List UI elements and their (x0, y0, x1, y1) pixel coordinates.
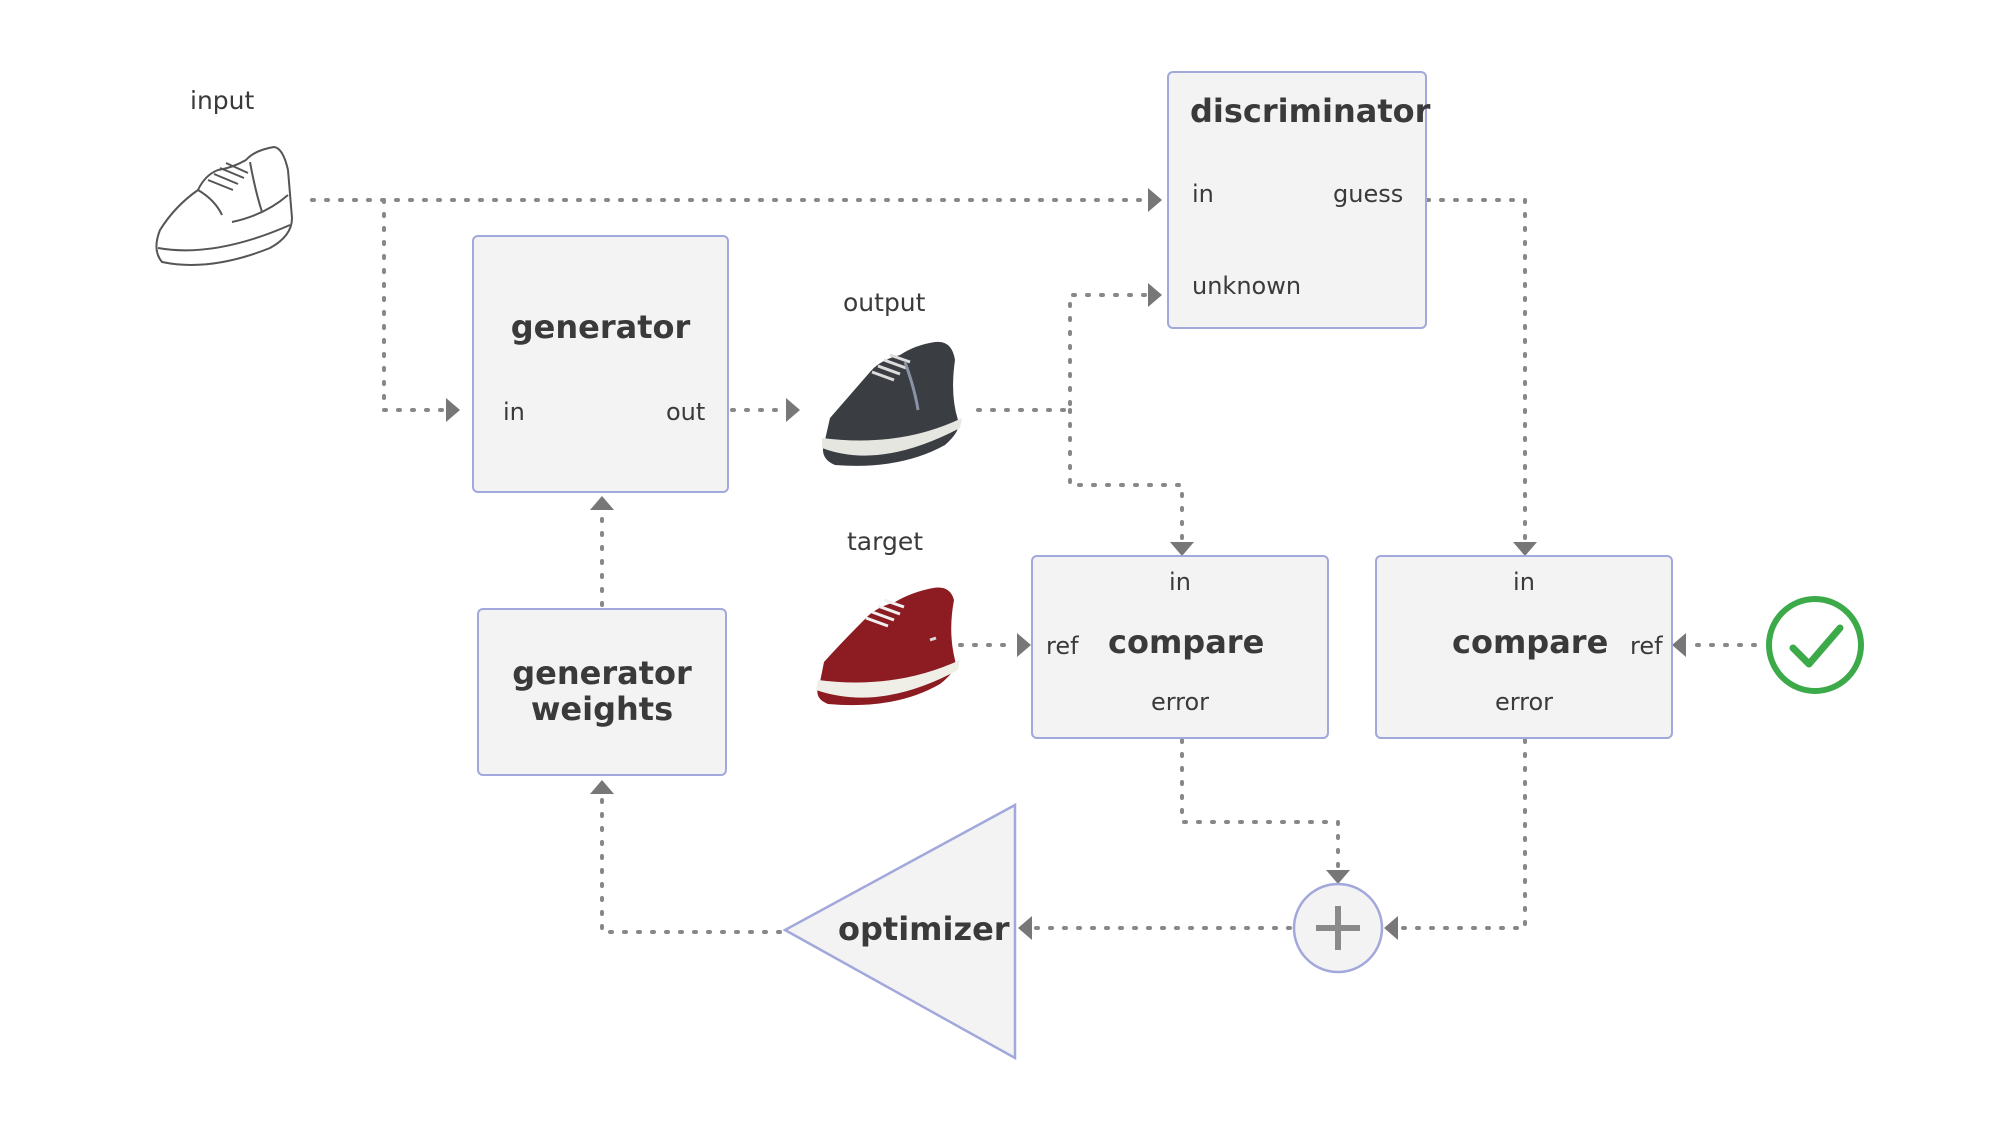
arrowhead (590, 496, 614, 510)
arrowhead (446, 398, 460, 422)
line-input-to-generator (382, 198, 454, 412)
arrowhead (1170, 542, 1194, 556)
line-output-to-discriminator (976, 293, 1147, 412)
generator-weights-block (477, 608, 727, 776)
dark-sneaker-icon (822, 341, 962, 466)
green-checkmark-icon (1766, 596, 1864, 694)
arrowhead (1018, 916, 1032, 940)
target-caption: target (847, 527, 924, 556)
input-caption: input (190, 86, 255, 115)
compare-left-title: compare (1108, 623, 1265, 661)
line-optimizer-to-weights (600, 788, 782, 934)
compare-right-in-port: in (1513, 568, 1535, 596)
line-compare-right-to-adder (1398, 738, 1527, 930)
generator-weights-title-line1: generator (512, 654, 692, 692)
generator-in-port: in (503, 398, 525, 426)
plus-icon (1316, 906, 1360, 950)
compare-right-title: compare (1452, 623, 1609, 661)
arrowhead (1326, 870, 1350, 884)
generator-block (472, 235, 729, 493)
optimizer-shape (782, 802, 1017, 1061)
arrowhead (1672, 633, 1686, 657)
compare-left-in-port: in (1169, 568, 1191, 596)
compare-left-error-port: error (1150, 688, 1210, 716)
optimizer-title: optimizer (838, 910, 1010, 948)
line-guess-to-compare (1425, 198, 1527, 542)
discriminator-in-port: in (1192, 180, 1214, 208)
arrowhead (1017, 633, 1031, 657)
generator-title: generator (510, 308, 691, 346)
generator-weights-title-line2: weights (530, 690, 674, 728)
generator-out-port: out (666, 398, 706, 426)
arrowhead (590, 780, 614, 794)
compare-right-ref-port: ref (1630, 632, 1663, 660)
arrowhead (786, 398, 800, 422)
compare-left-block (1031, 555, 1329, 739)
discriminator-unknown-port: unknown (1192, 272, 1302, 300)
red-sneaker-icon (816, 587, 960, 706)
line-output-to-compare (1068, 408, 1184, 542)
arrowhead (1148, 188, 1162, 212)
discriminator-title: discriminator (1190, 92, 1431, 130)
output-caption: output (843, 288, 926, 317)
discriminator-guess-port: guess (1333, 180, 1404, 208)
arrowhead (1384, 916, 1398, 940)
sketch-shoe-icon (155, 145, 294, 266)
discriminator-block (1167, 71, 1427, 329)
arrowhead (1513, 542, 1537, 556)
line-compare-left-to-adder (1180, 738, 1340, 877)
compare-right-error-port: error (1494, 688, 1554, 716)
compare-right-block (1375, 555, 1673, 739)
compare-left-ref-port: ref (1046, 632, 1079, 660)
arrowhead (1148, 283, 1162, 307)
